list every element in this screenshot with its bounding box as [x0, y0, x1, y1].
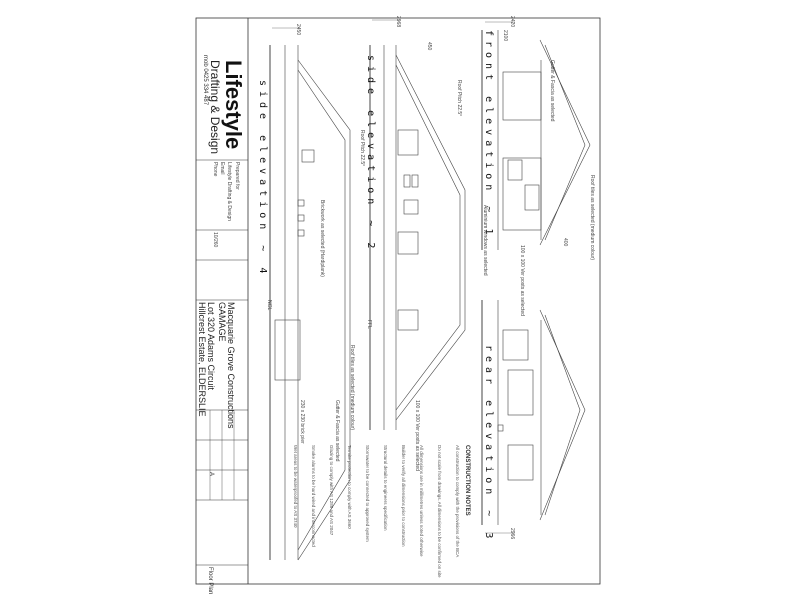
- side-elevation-4-title: side elevation ~ 4: [257, 80, 268, 279]
- brickwork-label: Brickwork as selected (Hardiplank): [319, 200, 325, 277]
- project-estate: Hillcrest Estate, ELDERSLIE: [197, 302, 207, 417]
- dim-2966: 2966: [509, 528, 515, 540]
- project-client: Macquarie Grove Constructions: [226, 302, 236, 429]
- side-elevation-2-title: side elevation ~ 2: [365, 55, 376, 254]
- notes-heading: CONSTRUCTION NOTES: [464, 445, 470, 516]
- construction-note: All construction to comply with the prov…: [455, 445, 460, 558]
- post-label: 100 x 100 Ver posts as selected: [519, 245, 525, 316]
- pier-label: 230 x 230 brick pier: [299, 400, 305, 444]
- construction-note: Builder to verify all dimensions prior t…: [401, 445, 406, 547]
- gutter-fascia-label: Gutter & Fascia as selected: [549, 60, 555, 122]
- brand-phone: mob 0425 334 487: [202, 55, 208, 106]
- dim-2100: 2100: [502, 30, 508, 42]
- project-job-no: 10/260: [212, 232, 218, 248]
- dim-400: 400: [562, 238, 568, 247]
- contact-line-2: Phone: [212, 162, 218, 177]
- contact-line-1: Email: [219, 162, 225, 175]
- side-elevation-4-drawing: [269, 45, 351, 561]
- construction-note: Stormwater to be connected to approved s…: [365, 445, 370, 542]
- construction-note: Termite protection to comply with AS 366…: [347, 445, 352, 529]
- ffl-label: FFL: [366, 320, 372, 329]
- aluminium-windows-label: Aluminium windows as selected: [482, 205, 488, 276]
- brand-tagline: Drafting & Design: [208, 60, 222, 155]
- sheet-name: Floor Plan: [207, 567, 213, 595]
- project-job: GAMAGE: [217, 302, 227, 342]
- ngl-label: NGL: [266, 300, 272, 311]
- rear-elevation-3-title: rear elevation ~ 3: [483, 345, 494, 544]
- construction-note: Wet areas to be waterproofed to AS 3740: [293, 445, 298, 528]
- dim-450: 450: [426, 42, 432, 51]
- construction-note: Glazing to comply with AS 1288 and AS 20…: [329, 445, 334, 536]
- roof-pitch-label-2: Roof Pitch 22.5°: [456, 80, 462, 117]
- roof-tiles-label: Roof tiles as selected (medium colour): [589, 175, 595, 261]
- front-elevation-1-drawing: [481, 30, 591, 250]
- brand-name: Lifestyle: [221, 60, 246, 150]
- project-rev: A: [208, 472, 214, 477]
- construction-note: All dimensions are in millimetres unless…: [419, 445, 424, 557]
- gutter-fascia-label-2: Gutter & Fascia as selected: [334, 400, 340, 462]
- roof-pitch-label: Roof Pitch 22.5°: [359, 130, 365, 167]
- dim-2450: 2450: [295, 24, 301, 36]
- side-elevation-2-drawing: [369, 45, 466, 430]
- construction-note: Do not scale from drawings. All dimensio…: [437, 445, 442, 578]
- construction-note: Smoke alarms to be hard wired and interc…: [311, 445, 316, 547]
- dim-2420: 2420: [509, 16, 515, 28]
- rear-elevation-3-drawing: [481, 300, 586, 525]
- project-lot: Lot 320 Adams Circuit: [206, 302, 216, 391]
- prepared-for-label: Prepared for: [234, 162, 240, 190]
- roof-tiles-label-2: Roof tiles as selected (medium colour): [349, 345, 355, 431]
- dim-2968: 2968: [395, 16, 401, 28]
- construction-note: Structural details to engineers specific…: [383, 445, 388, 531]
- contact-line-0: Lifestyle Drafting & Design: [226, 162, 232, 221]
